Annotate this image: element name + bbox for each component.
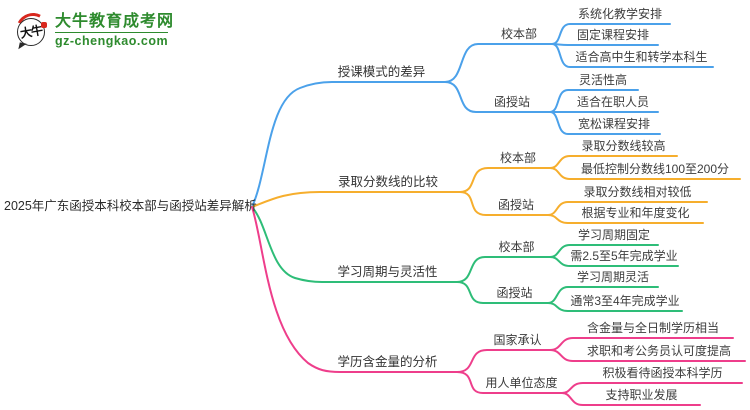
branch-line-main	[251, 81, 446, 208]
branch-line-leaf	[549, 111, 661, 135]
branch-line-sub	[444, 43, 553, 83]
leaf-node: 灵活性高	[578, 73, 627, 87]
logo-badge-text: 大牛	[19, 23, 44, 41]
branch-label-teaching-mode: 授课模式的差异	[337, 65, 426, 79]
leaf-node: 求职和考公务员认可度提高	[586, 344, 731, 358]
branch-label-study-period: 学习周期与灵活性	[337, 265, 438, 279]
logo-speech-tail	[18, 41, 27, 51]
leaf-node: 通常3至4年完成学业	[570, 294, 680, 308]
branch-line-sub	[459, 167, 551, 193]
sub-label-station: 函授站	[493, 95, 530, 109]
leaf-node: 需2.5至5年完成学业	[570, 249, 678, 263]
branch-line-main	[251, 191, 461, 208]
branch-line-sub	[456, 371, 563, 394]
logo-circle: 大牛	[17, 17, 45, 46]
branch-line-leaf	[551, 43, 714, 68]
branch-line-sub	[444, 81, 551, 113]
leaf-node: 适合在职人员	[576, 95, 649, 109]
sub-label-campus: 校本部	[500, 27, 537, 41]
sub-label-campus: 校本部	[498, 240, 535, 254]
branch-lines-admission-score	[251, 155, 741, 224]
logo-text: 大牛教育成考网 gz-chengkao.com	[55, 12, 174, 49]
leaf-node: 固定课程安排	[576, 28, 649, 42]
logo-seal-icon	[41, 21, 47, 28]
leaf-node: 积极看待函授本科学历	[602, 366, 723, 380]
branch-line-sub	[456, 256, 551, 283]
central-topic: 2025年广东函授本科校本部与函授站差异解析	[4, 199, 257, 213]
branch-lines-diploma-value	[251, 206, 746, 406]
sub-label-station: 函授站	[496, 286, 533, 300]
leaf-node: 最低控制分数线100至200分	[580, 162, 730, 176]
site-logo: 大牛 大牛教育成考网 gz-chengkao.com	[11, 8, 174, 51]
branch-label-admission-score: 录取分数线的比较	[337, 175, 438, 189]
leaf-node: 适合高中生和转学本科生	[575, 50, 708, 64]
leaf-node: 含金量与全日制学历相当	[586, 321, 719, 335]
branch-lines-study-period	[251, 206, 683, 312]
sub-label-state-recognition: 国家承认	[493, 333, 542, 347]
branch-line-sub	[456, 281, 549, 304]
branch-line-leaf	[549, 167, 741, 180]
leaf-node: 录取分数线较高	[581, 139, 666, 153]
logo-domain: gz-chengkao.com	[55, 32, 169, 48]
branch-line-main	[251, 206, 458, 373]
leaf-node: 系统化教学安排	[577, 7, 662, 21]
branch-label-diploma-value: 学历含金量的分析	[337, 355, 438, 369]
branch-lines-teaching-mode	[251, 23, 714, 208]
leaf-node: 录取分数线相对较低	[583, 185, 692, 199]
logo-brand-name: 大牛教育成考网	[55, 13, 175, 30]
logo-badge: 大牛	[11, 8, 55, 51]
branch-line-leaf	[551, 43, 659, 46]
branch-line-main	[251, 206, 458, 283]
leaf-node: 宽松课程安排	[577, 117, 650, 131]
branch-line-sub	[456, 349, 551, 373]
branch-line-leaf	[547, 302, 683, 312]
branch-line-leaf	[547, 214, 704, 224]
leaf-node: 学习周期固定	[577, 228, 650, 242]
branch-line-leaf	[549, 256, 679, 267]
sub-label-employer-attitude: 用人单位态度	[485, 376, 558, 390]
leaf-node: 支持职业发展	[605, 388, 678, 402]
branch-line-leaf	[561, 392, 701, 406]
sub-label-campus: 校本部	[499, 151, 536, 165]
leaf-node: 学习周期灵活	[576, 270, 649, 284]
branch-line-leaf	[549, 349, 746, 362]
leaf-node: 根据专业和年度变化	[581, 206, 690, 220]
sub-label-station: 函授站	[497, 198, 534, 212]
branch-line-sub	[459, 191, 549, 216]
